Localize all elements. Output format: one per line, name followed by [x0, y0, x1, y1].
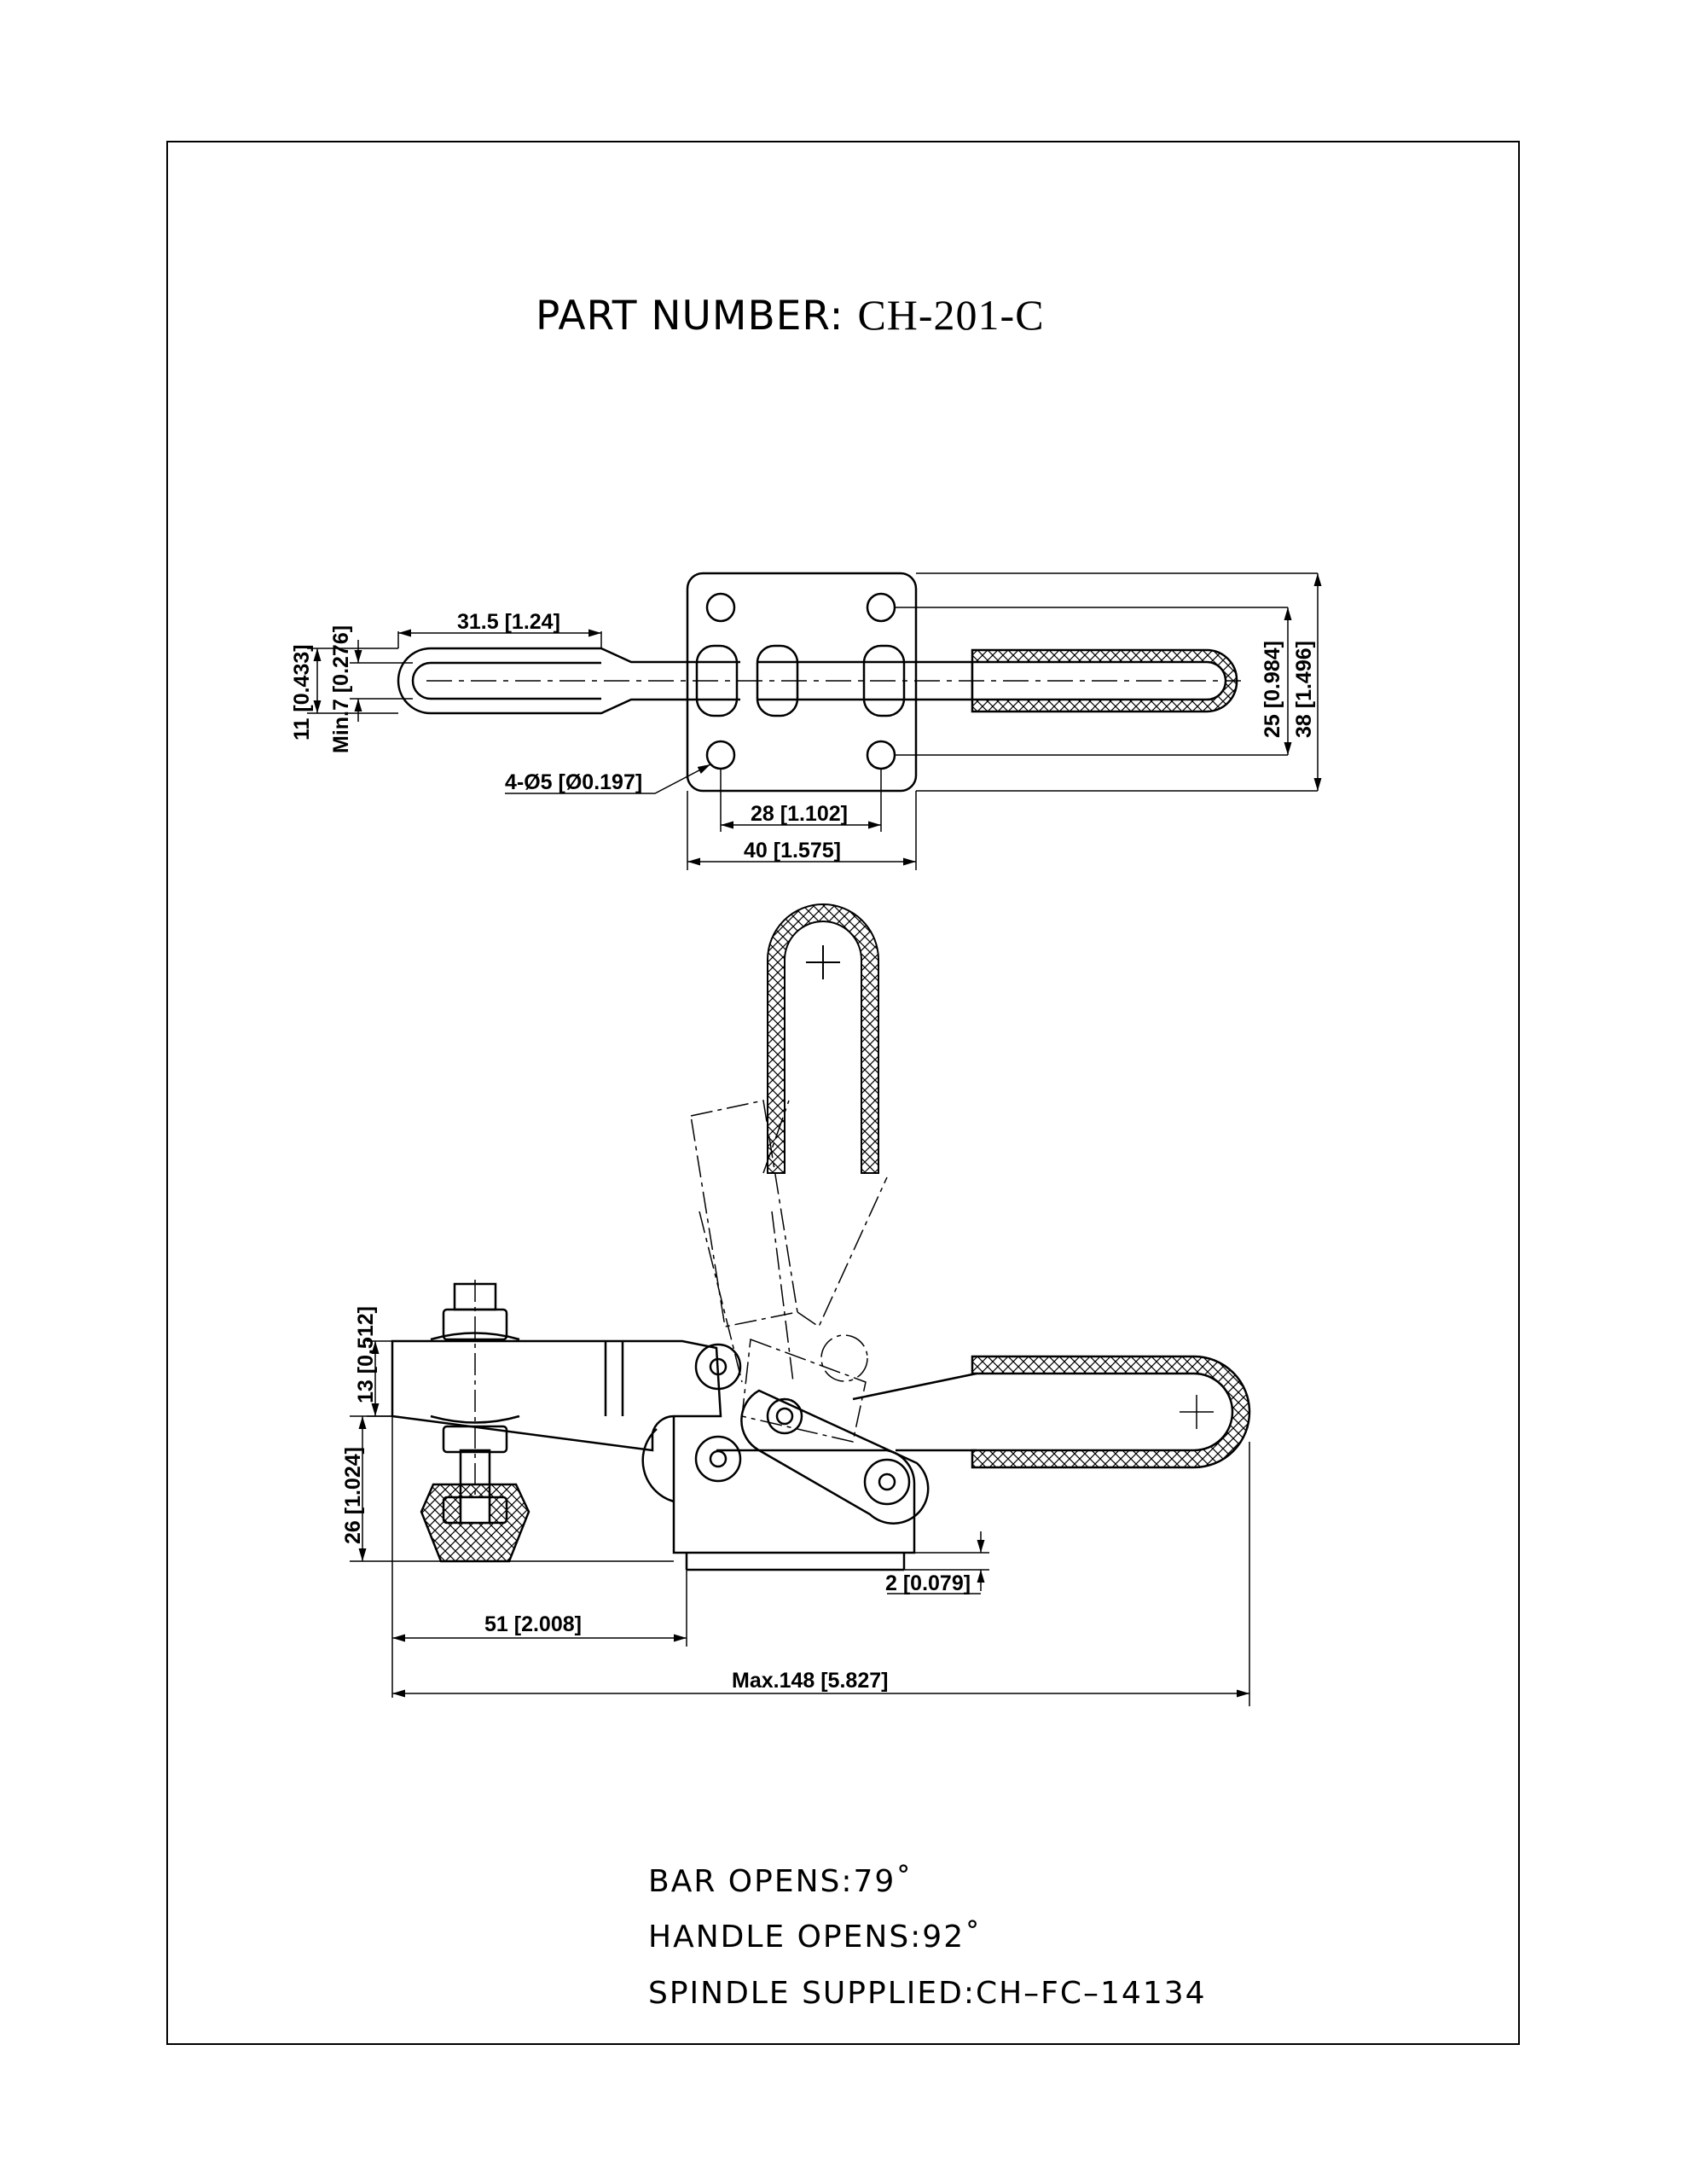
note-bar-opens: BAR OPENS:79˚	[648, 1864, 913, 1899]
top-view-dimensions	[307, 572, 1322, 870]
page-title: PART NUMBER: CH-201-C	[536, 290, 1045, 340]
note-spindle: SPINDLE SUPPLIED:CH–FC–14134	[648, 1976, 1207, 2011]
dim-max-length: Max.148 [5.827]	[732, 1669, 888, 1693]
open-position-phantom	[690, 1100, 888, 1443]
mount-hole	[866, 592, 896, 623]
open-handle-phantom	[767, 903, 879, 1174]
mount-hole	[705, 592, 736, 623]
mount-hole	[705, 740, 736, 770]
pivot-pin	[863, 1458, 911, 1506]
clamp-bar	[397, 647, 740, 715]
dim-hole-spacing: 28 [1.102]	[751, 802, 848, 826]
dim-reach: 51 [2.008]	[484, 1612, 582, 1636]
dim-base-height: 38 [1.496]	[1292, 641, 1316, 738]
dim-base-width: 40 [1.575]	[744, 839, 841, 863]
sheet-border	[166, 141, 1520, 2045]
dim-hole-vertical: 25 [0.984]	[1261, 641, 1284, 738]
side-view-dimensions	[350, 1340, 1250, 1706]
side-view	[391, 1280, 1251, 1571]
base-body	[672, 1416, 916, 1554]
top-view	[397, 572, 1241, 793]
dim-spindle-height: 26 [1.024]	[341, 1447, 365, 1544]
dim-handle-length: 31.5 [1.24]	[457, 610, 560, 634]
pivot-pin	[694, 1435, 742, 1483]
dim-bar-height: 11 [0.433]	[290, 644, 314, 741]
title-prefix: PART NUMBER:	[536, 293, 844, 340]
dim-base-offset: 2 [0.079]	[885, 1571, 971, 1595]
pivot-pin	[694, 1343, 742, 1391]
part-number: CH-201-C	[857, 291, 1045, 339]
handle-grip-side	[971, 1355, 1251, 1469]
link	[740, 1389, 930, 1525]
dim-arm-height: 13 [0.512]	[354, 1306, 378, 1403]
dim-min-gap: Min.7 [0.276]	[329, 625, 353, 753]
pivot-pin	[766, 1397, 803, 1435]
clamp-arm	[391, 1339, 722, 1452]
note-handle-opens: HANDLE OPENS:92˚	[648, 1920, 983, 1955]
dim-holes: 4-Ø5 [Ø0.197]	[505, 770, 642, 794]
base-plate	[686, 572, 918, 793]
mount-hole	[866, 740, 896, 770]
